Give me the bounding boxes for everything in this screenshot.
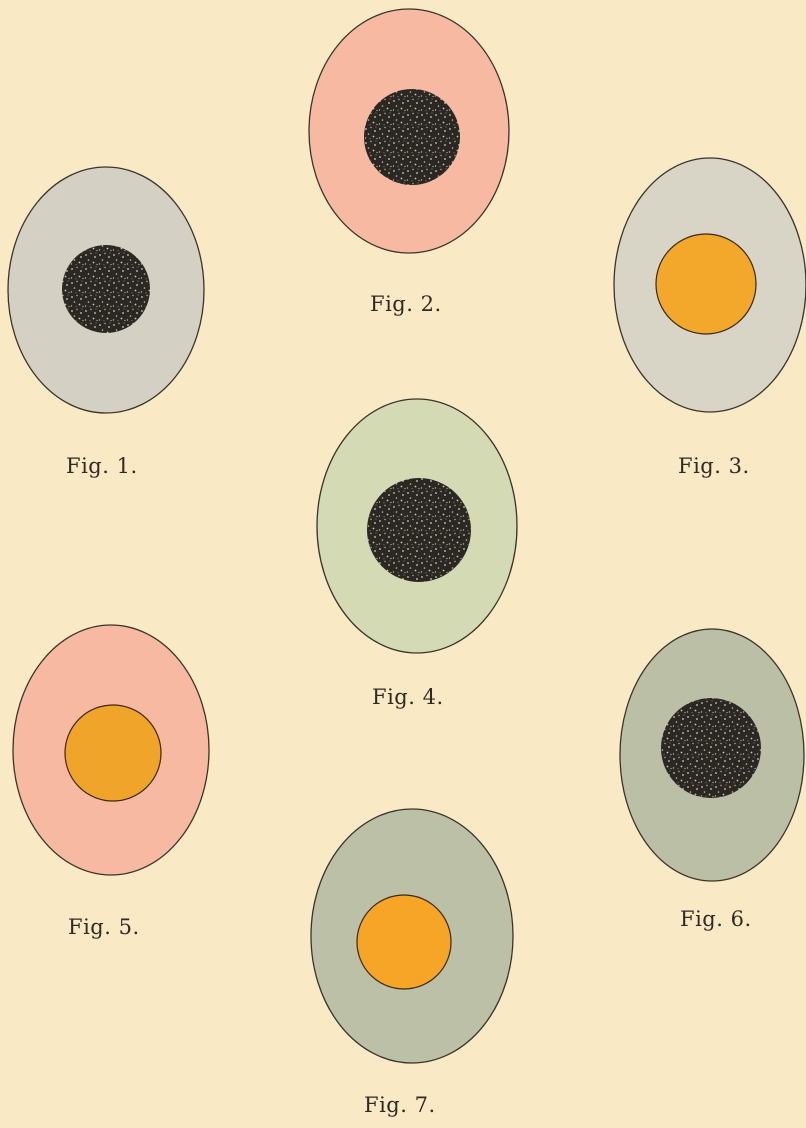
figure-1-core <box>62 245 150 333</box>
figure-6-caption: Fig. 6. <box>680 907 752 931</box>
figure-2-caption: Fig. 2. <box>370 292 442 316</box>
figure-5-cell <box>13 625 209 875</box>
figure-4-cell <box>317 399 517 653</box>
figure-7-caption: Fig. 7. <box>364 1093 436 1117</box>
figure-2-cell <box>309 9 509 253</box>
figure-5-core <box>65 705 161 801</box>
figure-2-core <box>364 89 460 185</box>
figure-3-caption: Fig. 3. <box>678 454 750 478</box>
figure-1-caption: Fig. 1. <box>66 454 138 478</box>
figure-3-core <box>656 234 756 334</box>
figure-4-caption: Fig. 4. <box>372 685 444 709</box>
figure-6-core <box>661 698 761 798</box>
figure-5-caption: Fig. 5. <box>68 915 140 939</box>
figure-1-cell <box>8 167 204 413</box>
figure-7-cell <box>311 809 513 1063</box>
figure-7-core <box>357 895 451 989</box>
figure-6-cell <box>620 629 804 881</box>
figure-3-cell <box>614 158 806 412</box>
figure-4-core <box>367 478 471 582</box>
